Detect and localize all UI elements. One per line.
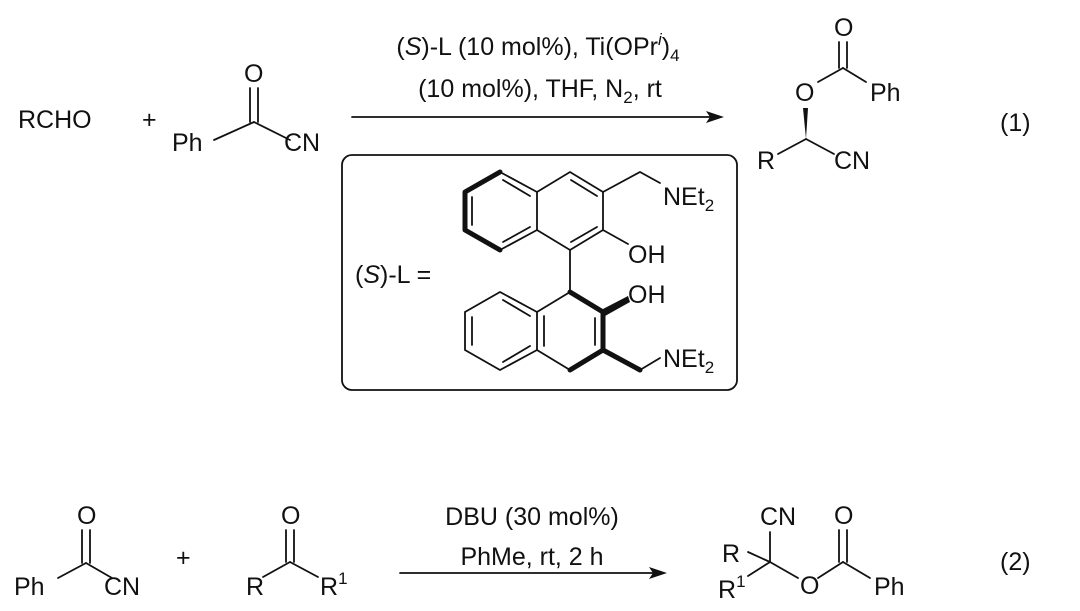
ester-oxygen: O — [795, 79, 814, 107]
benzoyl-cyanide-1: O Ph CN — [172, 60, 320, 157]
hydroxyl-upper: OH — [628, 241, 666, 269]
benzoyl-cyanide-2: O Ph CN — [14, 502, 140, 601]
carbonyl-oxygen: O — [244, 60, 263, 88]
r-group: R — [722, 540, 740, 568]
equation-label-2: (2) — [1000, 548, 1031, 576]
reaction-2: O Ph CN + O R R1 DBU (30 mol%) PhMe, rt,… — [14, 502, 1031, 604]
ligand-box: (S)-L = — [341, 154, 738, 391]
plus-sign: + — [142, 106, 157, 134]
equation-label-1: (1) — [1000, 109, 1031, 137]
cyano-label: CN — [760, 503, 796, 531]
r1-group: R1 — [718, 572, 746, 604]
cyanohydrin-ester-product: O Ph O R CN — [757, 14, 901, 175]
r1-group: R1 — [320, 569, 348, 601]
diethylamino-lower: NEt2 — [663, 345, 714, 377]
r-group: R — [246, 573, 264, 601]
phenyl-label: Ph — [874, 573, 905, 601]
ester-oxygen: O — [800, 572, 819, 600]
carbonyl-oxygen: O — [77, 502, 96, 530]
aldehyde-rcho: RCHO — [18, 106, 92, 134]
phenyl-label: Ph — [14, 573, 45, 601]
conditions-line-1: (S)-L (10 mol%), Ti(OPri)4 — [396, 30, 679, 65]
carbonyl-oxygen: O — [834, 14, 853, 42]
reaction-arrow-2 — [399, 567, 667, 579]
cyano-label: CN — [834, 147, 870, 175]
quaternary-cyanohydrin-ester-product: CN R R1 O O Ph — [718, 502, 905, 604]
phenyl-label: Ph — [870, 79, 901, 107]
conditions-line-2: (10 mol%), THF, N2, rt — [418, 75, 662, 107]
ketone: O R R1 — [246, 502, 348, 601]
diethylamino-upper: NEt2 — [663, 183, 714, 215]
ligand-label: (S)-L = — [355, 261, 431, 289]
carbonyl-oxygen: O — [281, 502, 300, 530]
reaction-1: RCHO + O Ph CN (S)-L (10 mol%), Ti(OPri)… — [18, 14, 1031, 391]
r-group: R — [757, 147, 775, 175]
phenyl-label: Ph — [172, 129, 203, 157]
reaction-arrow-1 — [351, 111, 724, 123]
cyano-label: CN — [104, 573, 140, 601]
cyano-label: CN — [284, 129, 320, 157]
hydroxyl-lower: OH — [628, 281, 666, 309]
conditions-line-2: PhMe, rt, 2 h — [460, 543, 603, 571]
plus-sign: + — [176, 544, 191, 572]
carbonyl-oxygen: O — [834, 502, 853, 530]
conditions-line-1: DBU (30 mol%) — [445, 503, 619, 531]
binol-ligand-structure — [462, 169, 661, 373]
